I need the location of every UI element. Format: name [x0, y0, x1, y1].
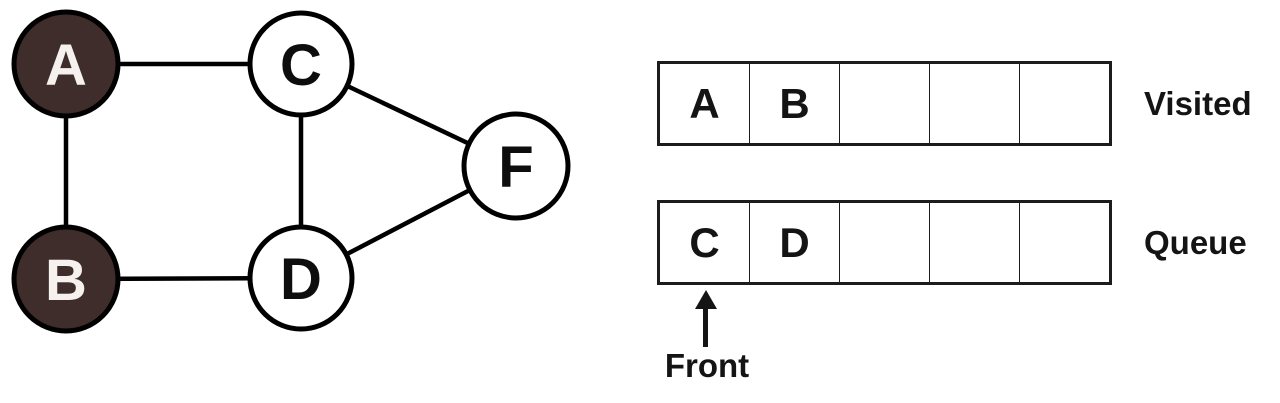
array-cell — [930, 64, 1020, 143]
front-pointer-label: Front — [664, 347, 750, 384]
graph-node-f: F — [461, 111, 571, 221]
node-circle — [461, 111, 571, 221]
node-label: F — [498, 135, 533, 200]
array-cell: D — [750, 203, 840, 282]
node-label: B — [45, 248, 87, 313]
array-cell — [1020, 203, 1109, 282]
bfs-graph: A B C D F — [11, 9, 571, 334]
node-label: C — [280, 33, 322, 98]
graph-node-d: D — [247, 224, 355, 332]
front-arrow-stem — [703, 307, 708, 347]
node-circle — [11, 224, 121, 334]
array-cell: B — [750, 64, 840, 143]
visited-array-label: Visited — [1144, 84, 1252, 122]
array-cell — [1020, 64, 1109, 143]
node-label: A — [45, 33, 87, 98]
array-cell — [930, 203, 1020, 282]
front-arrow-icon — [695, 290, 717, 309]
graph-node-a: A — [11, 9, 121, 119]
graph-node-c: C — [247, 10, 355, 118]
array-cell: A — [660, 64, 750, 143]
node-circle — [247, 224, 355, 332]
graph-node-b: B — [11, 224, 121, 334]
queue-array-label: Queue — [1144, 223, 1247, 261]
node-circle — [11, 9, 121, 119]
array-cell — [840, 203, 930, 282]
node-circle — [247, 10, 355, 118]
array-cell — [840, 64, 930, 143]
node-label: D — [280, 247, 322, 312]
array-cell: C — [660, 203, 750, 282]
